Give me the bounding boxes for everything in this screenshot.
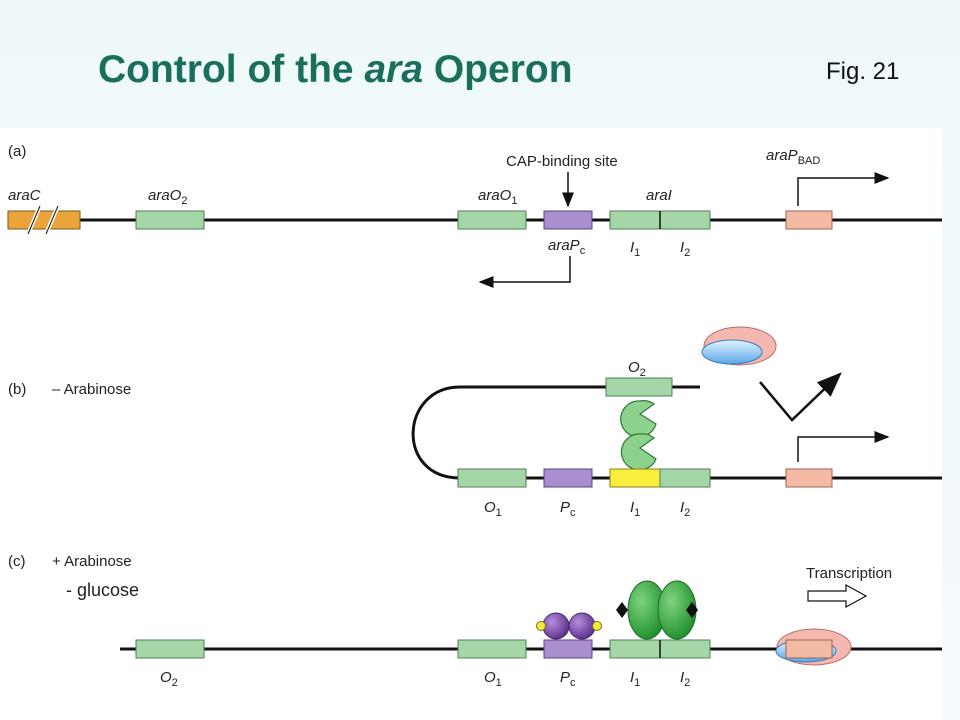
camp-dot [536, 621, 546, 631]
araI1-box [609, 210, 661, 230]
transcription-arrow [807, 583, 868, 609]
Pc-box-b [543, 468, 593, 488]
panel-b-label: (b) [8, 381, 26, 398]
pbad-transcription-arrow [797, 172, 890, 206]
minus-arabinose-label: – Arabinose [52, 381, 131, 398]
arabinose-diamond [686, 602, 698, 618]
I2-label-b: I2 [680, 499, 690, 519]
O1-box-b [457, 468, 527, 488]
arac-monomer-bottom [620, 433, 657, 471]
araO1-box [457, 210, 527, 230]
I2-label-c: I2 [680, 669, 690, 689]
Pc-label-c: Pc [560, 669, 576, 689]
pc-promoter-box [543, 210, 593, 230]
Pc-box-c [543, 639, 593, 659]
arabinose-diamond [616, 602, 628, 618]
cap-binding-site-label: CAP-binding site [506, 153, 618, 170]
I1-label: I1 [630, 239, 640, 259]
rna-polymerase-c [775, 628, 852, 666]
araC-gene-box [7, 210, 81, 230]
camp-dot [592, 621, 602, 631]
I1-label-b: I1 [630, 499, 640, 519]
blocked-transcription-arrow [759, 372, 842, 422]
minus-glucose-label: - glucose [66, 580, 139, 600]
I1-box-c [609, 639, 661, 659]
Pc-label-b: Pc [560, 499, 576, 519]
pc-transcription-arrow [478, 256, 571, 288]
araO2-box [135, 210, 205, 230]
plus-arabinose-label: + Arabinose [52, 553, 132, 570]
araC-label: araC [8, 187, 41, 204]
rna-polymerase-b [701, 326, 777, 366]
araBAD-box [785, 210, 833, 230]
I1-box-b [609, 468, 661, 488]
slide-title: Control of the ara Operon [98, 48, 573, 91]
panel-c: (c) + Arabinose - glucose Transcription [8, 553, 942, 689]
arac-monomer-top [620, 400, 657, 438]
O2-label-c: O2 [160, 669, 178, 689]
araPBAD-label: araPBAD [766, 147, 820, 167]
araI-label: araI [646, 187, 672, 204]
cap-camp-dimer [536, 612, 602, 640]
araO2-label: araO2 [148, 187, 187, 207]
O1-box-c [457, 639, 527, 659]
O2-box-b [605, 377, 673, 397]
araBAD-box-c [785, 639, 833, 659]
araBAD-box-b [785, 468, 833, 488]
araPc-label: araPc [548, 237, 586, 257]
dna-loop-b [411, 385, 942, 480]
I2-box-c [659, 639, 711, 659]
panel-a: (a) araC araO2 araO1 CAP-binding site ar… [7, 143, 942, 288]
I2-label: I2 [680, 239, 690, 259]
panel-c-label: (c) [8, 553, 26, 570]
arac-arabinose-dimer [616, 580, 698, 640]
figure-label: Fig. 21 [826, 58, 900, 85]
araI2-box [659, 210, 711, 230]
pbad-arrow-b [797, 431, 890, 462]
panel-a-label: (a) [8, 143, 26, 160]
panel-b: (b) – Arabinose O2 O1 Pc I1 I2 [8, 326, 942, 519]
I1-label-c: I1 [630, 669, 640, 689]
O2-label-b: O2 [628, 359, 646, 379]
I2-box-b [659, 468, 711, 488]
O2-box-c [135, 639, 205, 659]
O1-label-b: O1 [484, 499, 502, 519]
transcription-label: Transcription [806, 565, 892, 582]
araO1-label: araO1 [478, 187, 517, 207]
O1-label-c: O1 [484, 669, 502, 689]
